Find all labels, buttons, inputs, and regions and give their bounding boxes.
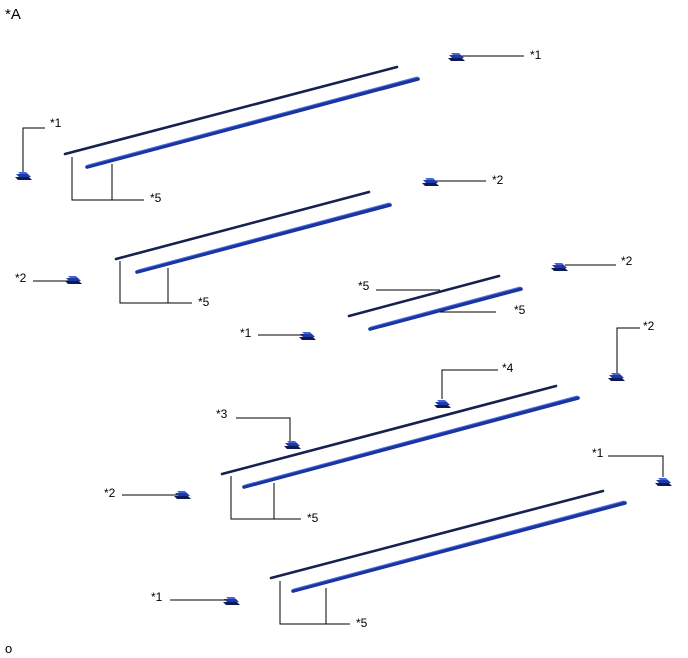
callout-1: *1 xyxy=(592,446,604,460)
molding-strip-pair-3 xyxy=(347,274,523,331)
view-label: *A xyxy=(5,6,21,23)
clip-icon xyxy=(551,263,568,271)
callout-2: *2 xyxy=(15,271,27,285)
clip-icon xyxy=(422,178,439,186)
clip-icon xyxy=(223,597,240,605)
callout-4: *4 xyxy=(502,361,514,375)
callout-1: *1 xyxy=(530,48,542,62)
clip-icon xyxy=(608,373,625,381)
molding-strip-pair-1 xyxy=(63,65,420,169)
callout-5: *5 xyxy=(356,616,368,630)
callout-5: *5 xyxy=(198,295,210,309)
callout-1: *1 xyxy=(151,590,163,604)
callout-5: *5 xyxy=(514,303,526,317)
clip-icon xyxy=(284,441,301,449)
clip-icon xyxy=(65,276,82,284)
callout-1: *1 xyxy=(50,116,62,130)
molding-strip-pair-4 xyxy=(220,384,580,489)
callout-2: *2 xyxy=(492,173,504,187)
callout-2: *2 xyxy=(621,254,633,268)
callout-5: *5 xyxy=(150,191,162,205)
footer-label: o xyxy=(5,641,12,656)
callout-5: *5 xyxy=(307,511,319,525)
callout-5: *5 xyxy=(358,279,370,293)
callout-1: *1 xyxy=(240,326,252,340)
callout-3: *3 xyxy=(216,407,228,421)
molding-strip-pair-2 xyxy=(114,190,392,274)
callout-2: *2 xyxy=(643,319,655,333)
clip-icon xyxy=(655,478,672,486)
clip-icon xyxy=(299,332,316,340)
molding-strip-pair-5 xyxy=(269,489,627,593)
clip-icon xyxy=(15,172,32,180)
clip-icon xyxy=(448,53,465,61)
clip-icon xyxy=(434,400,451,408)
callout-2: *2 xyxy=(104,486,116,500)
